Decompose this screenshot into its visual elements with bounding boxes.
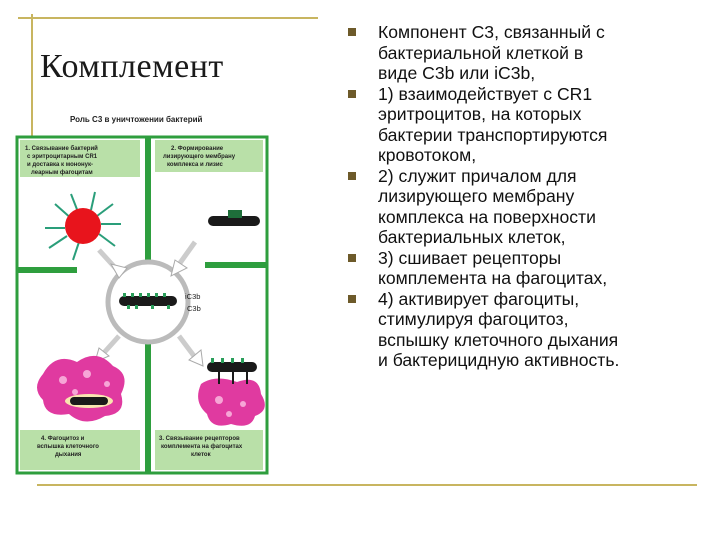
opsonized-bacterium-icon (105, 259, 191, 345)
bullet-marker (348, 171, 356, 180)
bullet-item: 4) активирует фагоциты, стимулируя фагоц… (344, 289, 714, 371)
bullet-list: Компонент С3, связанный с бактериальной … (344, 22, 714, 371)
panel-3-line-1: 3. Связывание рецепторов (159, 436, 240, 442)
bullet-marker (348, 28, 356, 36)
bullet-marker (348, 294, 356, 303)
figure-caption: Роль C3 в уничтожении бактерий (70, 115, 203, 124)
panel-1-line-2: с эритроцитарным CR1 (27, 154, 98, 160)
panel-1-line-3: и доставка к мононук- (27, 162, 93, 168)
divider-right (205, 262, 267, 268)
arrow-head-1 (109, 263, 128, 279)
erythrocyte-icon (45, 191, 121, 261)
panel-2-line-3: комплекса и лизис (167, 162, 224, 168)
panel-2-line-1: 2. Формирование (171, 146, 224, 152)
bullet-marker (348, 89, 356, 98)
panel-2-line-2: лизирующего мембрану (163, 153, 236, 160)
panel-3-line-3: клеток (191, 452, 211, 458)
bullet-marker (348, 253, 356, 262)
panel-3-line-2: комплемента на фагоцитах (161, 443, 243, 450)
panel-1-line-1: 1. Связывание бактерий (25, 145, 98, 152)
lysed-bacterium-icon (208, 210, 260, 226)
panel-1-line-4: леарным фагоцитам (31, 169, 93, 176)
decorative-bottom-line (37, 484, 697, 486)
bullet-item: 3) сшивает рецепторы комплемента на фаго… (344, 248, 714, 289)
bullet-item: Компонент С3, связанный с бактериальной … (344, 22, 714, 84)
panel-4-line-3: дыхания (55, 452, 82, 458)
panel-4-label-box (20, 430, 140, 470)
divider-top (145, 137, 151, 267)
phagocyte-right-icon (198, 358, 265, 426)
bullet-item: 1) взаимодействует с CR1 эритроцитов, на… (344, 84, 714, 166)
panel-4-line-2: вспышка клеточного (37, 444, 99, 450)
divider-left (17, 267, 77, 273)
arrow-head-4 (188, 349, 204, 367)
complement-c3-figure: Роль C3 в уничтожении бактерий 1. Связыв… (15, 115, 269, 475)
phagocyte-left-icon (37, 355, 125, 422)
arrow-head-2 (170, 259, 188, 277)
decorative-top-line (18, 17, 318, 19)
slide-title: Комплемент (40, 48, 224, 85)
panel-2-label-box (155, 140, 263, 172)
panel-3-label-box (155, 430, 263, 470)
label-ic3b: iC3b (185, 292, 200, 301)
label-c3b: C3b (187, 304, 201, 313)
divider-bottom (145, 340, 151, 473)
panel-4-line-1: 4. Фагоцитоз и (41, 436, 85, 442)
bullet-item: 2) служит причалом для лизирующего мембр… (344, 166, 714, 248)
panel-1-label-box (20, 140, 140, 177)
